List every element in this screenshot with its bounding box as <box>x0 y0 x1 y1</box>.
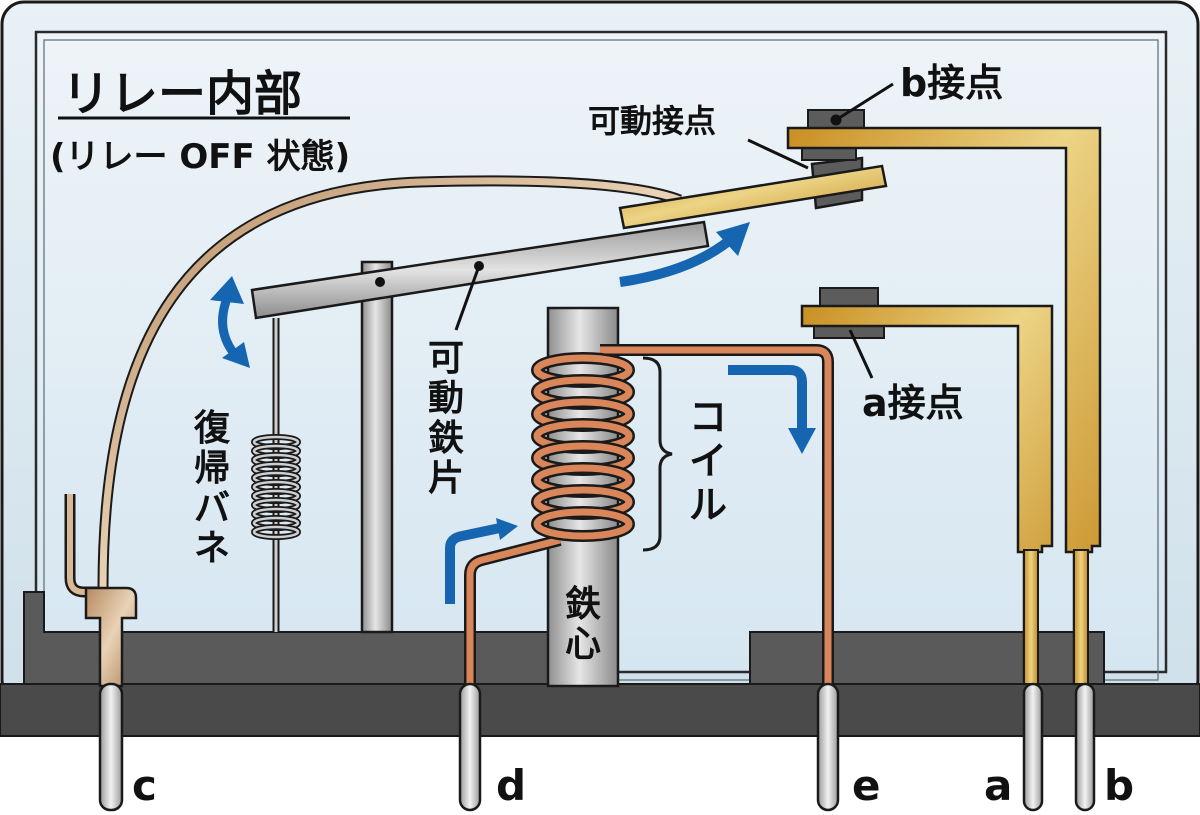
arrow-down-icon <box>728 365 807 430</box>
terminal-label-a: a <box>984 761 1012 810</box>
label-a-contact: a接点 <box>862 381 964 425</box>
terminal-pins <box>98 682 1096 812</box>
arrow-up-right-icon <box>619 236 734 287</box>
coil-label-char: コ <box>689 395 727 439</box>
movable-contact <box>618 156 888 230</box>
relay-base <box>0 591 1200 737</box>
spring-coil-highlight <box>252 525 300 539</box>
coil-brace <box>642 356 673 552</box>
return-spring-label-char: 復 <box>193 408 231 449</box>
movable-armature-label-char: 片 <box>428 458 464 499</box>
return-spring-label-char: ネ <box>194 528 230 569</box>
coil-label-char: ル <box>689 483 727 527</box>
terminal-label-b: b <box>1104 761 1134 810</box>
return-spring <box>251 318 301 632</box>
coil-wire-e <box>600 344 834 684</box>
label-b-contact: b接点 <box>900 61 1003 105</box>
iron-core-label-char: 心 <box>565 624 601 665</box>
terminal-label-e: e <box>852 761 881 810</box>
label-coil: コイル <box>689 395 727 527</box>
label-movable-contact: 可動接点 <box>588 102 716 140</box>
movable-armature-label-char: 動 <box>428 378 464 419</box>
title-main: リレー内部 <box>62 66 302 122</box>
arrow-into-coil-icon <box>445 523 502 604</box>
return-spring-label-char: バ <box>194 488 230 529</box>
coil-wire-d <box>464 534 562 684</box>
coil-turn-copper <box>533 508 633 540</box>
pivot-post <box>360 260 394 634</box>
movable-armature-label-char: 可 <box>428 338 464 379</box>
terminal-label-d: d <box>496 761 526 810</box>
leader-lines <box>454 82 894 379</box>
return-spring-label-char: 帰 <box>194 448 230 489</box>
terminal-label-c: c <box>132 761 157 810</box>
label-iron-core: 鉄心 <box>565 584 601 665</box>
motion-arrows <box>210 222 816 604</box>
coil-label-char: イ <box>689 439 727 483</box>
movable-armature-label-char: 鉄 <box>428 418 464 459</box>
coil-windings <box>531 352 635 542</box>
title-sub: (リレー OFF 状態) <box>50 137 350 177</box>
common-spring-c <box>64 175 682 688</box>
iron-core-label-char: 鉄 <box>565 584 601 625</box>
